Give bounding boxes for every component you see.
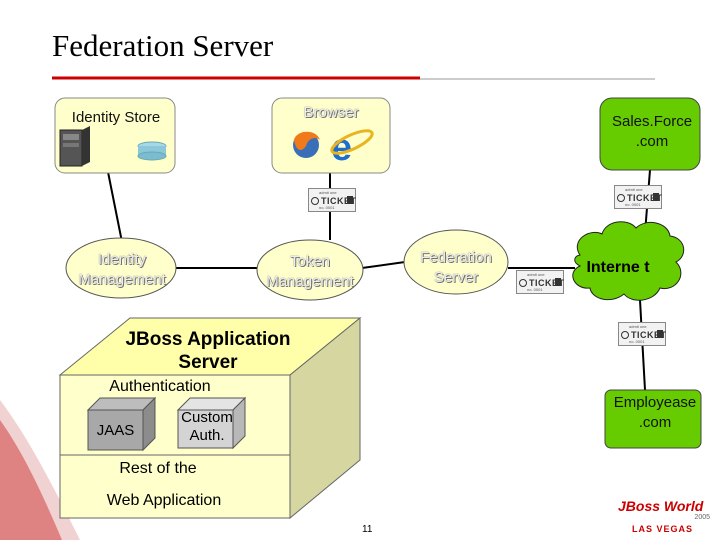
rest-of-the-label: Rest of the [119, 460, 197, 477]
internet-label: Interne t [586, 259, 650, 276]
federation-server-ellipse [403, 229, 509, 295]
jboss-world-logo: JBoss World 2005 LAS VEGAS [618, 498, 714, 538]
page-number: 11 [362, 524, 373, 535]
jaas-cube [86, 396, 157, 452]
identity-management-ellipse [65, 237, 177, 299]
web-application-label: Web Application [106, 492, 222, 509]
logo-brand: JBoss World [618, 498, 704, 514]
identity-store-label: Identity Store [71, 109, 161, 126]
jaas-label: JAAS [96, 422, 135, 439]
jboss-title: JBoss Application Server [125, 329, 291, 373]
salesforce-label: Sales.Force .com [612, 113, 693, 150]
ie-icon: e [330, 127, 374, 169]
custom-auth-cube [176, 396, 247, 450]
slide-title: Federation Server [52, 28, 274, 63]
internet-cloud [572, 221, 685, 301]
database-icon [137, 141, 167, 161]
employease-box [604, 389, 702, 449]
corner-swoosh-inner [0, 420, 62, 540]
browser-label: Browser [303, 104, 359, 121]
salesforce-box [599, 97, 701, 171]
logo-city: LAS VEGAS [632, 524, 694, 534]
logo-year: 2005 [694, 514, 710, 521]
custom-auth-label: Custom Auth. [181, 409, 233, 444]
federation-server-label: Federation Server [420, 249, 492, 286]
token-management-label: Token Management [266, 253, 354, 290]
employease-label: Employease .com [613, 394, 697, 431]
token-management-ellipse [256, 239, 364, 301]
authentication-label: Authentication [109, 378, 211, 395]
identity-management-label: Identity Management [78, 251, 166, 288]
firefox-icon [293, 131, 320, 158]
server-icon [59, 126, 90, 167]
